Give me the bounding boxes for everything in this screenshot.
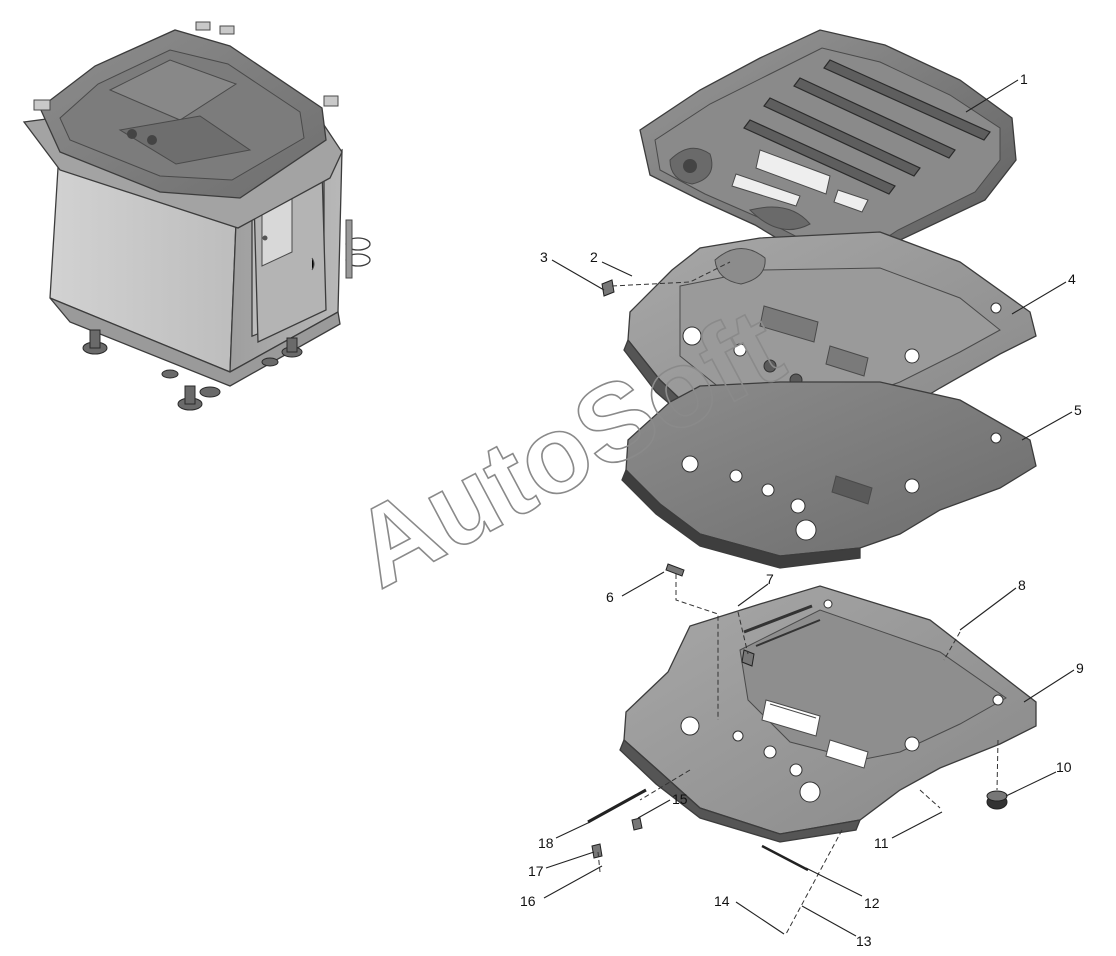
callout-labels: 1 2 3 4 5 6 7 8 9 10 11 12 13 14 15 16 1… — [520, 71, 1084, 949]
assembly-lines — [597, 261, 999, 935]
callout-11: 11 — [874, 835, 889, 851]
callout-4: 4 — [1068, 271, 1076, 287]
callout-7: 7 — [766, 571, 774, 587]
part-1-roof-cover — [639, 29, 1017, 263]
callout-18: 18 — [538, 835, 554, 851]
callout-9: 9 — [1076, 660, 1084, 676]
callout-16: 16 — [520, 893, 536, 909]
small-parts — [587, 279, 1008, 872]
callout-12: 12 — [864, 895, 880, 911]
part-9-headliner-base — [619, 585, 1037, 843]
leader-lines — [543, 79, 1075, 937]
callout-13: 13 — [856, 933, 872, 949]
callout-1: 1 — [1020, 71, 1028, 87]
callout-15: 15 — [672, 791, 688, 807]
cab-assembly — [22, 21, 371, 411]
callout-5: 5 — [1074, 402, 1082, 418]
part-5-lower-liner — [621, 381, 1037, 569]
callout-10: 10 — [1056, 759, 1072, 775]
callout-6: 6 — [606, 589, 614, 605]
callout-2: 2 — [590, 249, 598, 265]
callout-3: 3 — [540, 249, 548, 265]
callout-8: 8 — [1018, 577, 1026, 593]
callout-14: 14 — [714, 893, 730, 909]
callout-17: 17 — [528, 863, 544, 879]
